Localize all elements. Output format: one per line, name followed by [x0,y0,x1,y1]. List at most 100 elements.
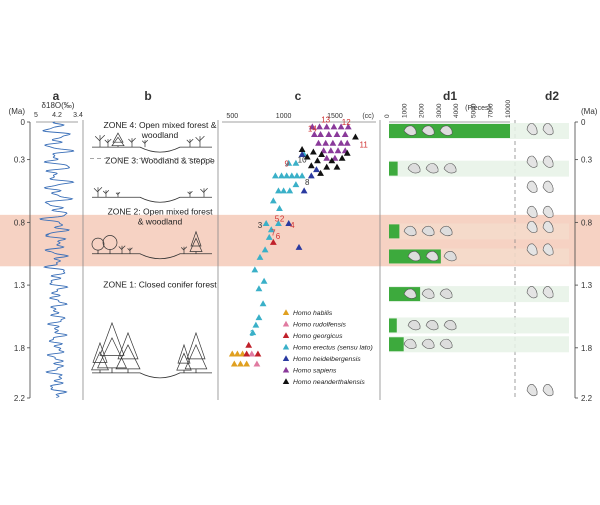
legend-marker [282,366,290,373]
cc-point-label: 13 [321,115,330,124]
cc-point [252,321,260,328]
delta-tick-label: 4.2 [52,112,62,119]
cc-point [292,181,300,188]
cc-point-label: 7 [271,228,276,237]
stone-tool-sketch [439,125,453,136]
cc-point [248,350,256,357]
zone3-shrub [102,190,110,198]
delta-axis-title: δ18O(‰) [42,101,75,110]
age-tick-label: 0.3 [581,156,593,165]
cc-tick-label: 1500 [327,113,343,120]
left-age-axis: (Ma)00.30.81.31.82.2 [9,107,31,403]
pieces-unit-label: (Pieces) [465,105,491,112]
age-tick-label: 1.3 [581,281,593,290]
legend-marker [282,332,290,338]
zone1-pine [91,341,109,371]
age-tick-label: 1.8 [581,344,593,353]
zone1-pine [176,343,192,371]
legend-label: Homo erectus (sensu lato) [293,345,373,352]
cc-tick-label: 1000 [276,113,292,120]
cc-point [237,360,244,367]
age-tick-label: 2.2 [14,394,26,403]
hand-axe-sketch [526,180,538,193]
cc-point [309,148,317,155]
stone-tool-sketch [421,225,435,237]
cc-point [317,130,324,137]
age-tick-label: 0 [21,118,26,127]
cc-point [352,133,359,140]
pieces-bar [389,337,404,352]
cc-point [343,149,351,156]
stone-tool-sketch [403,225,417,237]
stone-tool-sketch [439,338,453,350]
cc-point-label: 6 [276,232,281,241]
legend-label: Homo neanderthalensis [293,379,365,386]
zone1-pine [184,331,208,370]
cc-point-label: 8 [305,178,310,187]
cc-point [327,147,335,154]
stone-tool-sketch [403,125,417,136]
pieces-bar [389,161,398,176]
pieces-row-background [389,336,569,353]
hand-axe-sketch [542,220,554,233]
hand-axe-sketch [526,384,538,397]
legend-label: Homo habilis [293,310,333,317]
pieces-bar [389,224,400,239]
hand-axe-sketch [526,243,538,256]
zone4-shrub [104,138,112,148]
cc-point [285,159,293,166]
pieces-tick-label: 7000 [488,103,495,118]
stone-tool-sketch [403,338,417,350]
hand-axe-sketch [526,155,538,168]
cc-point [262,220,270,227]
cc-point [251,266,259,273]
hand-axe-sketch [542,123,554,136]
cc-point [230,360,238,367]
cc-point [308,123,316,130]
cc-point [337,123,345,130]
legend-label: Homo heidelbergensis [293,356,361,363]
cc-point [234,350,241,357]
cc-point-label: 3 [258,221,263,230]
hand-axe-sketch [542,286,554,299]
cc-point [330,123,338,130]
age-tick-label: 0 [581,118,586,127]
zone2-shrub [127,247,133,254]
cc-point [255,314,263,321]
pieces-tick-label: 2000 [419,103,426,118]
legend-marker [282,320,290,327]
pieces-tick-label: 1000 [401,103,408,118]
cc-point [254,350,262,357]
legend-marker [282,343,290,350]
cc-tick-label: 500 [226,113,238,120]
panel-d2-tool-drawings [526,123,554,397]
pieces-tick-label: 0 [384,114,391,118]
cc-point [285,220,293,227]
zone-label: ZONE 2: Open mixed forest [108,206,214,216]
cc-point [269,238,277,245]
hand-axe-sketch [542,155,554,168]
stone-tool-sketch [425,251,439,262]
age-tick-label: 0.8 [581,218,593,227]
cc-point [328,157,336,164]
right-age-axis: (Ma)00.30.81.31.82.2 [574,107,598,403]
stone-tool-sketch [443,251,457,262]
pieces-tick-label: 10000 [505,100,512,118]
age-tick-label: 0.8 [14,218,26,227]
cc-point [343,139,351,146]
cc-point [275,187,282,194]
zone3-ground [92,196,212,203]
pieces-row-background [389,223,569,240]
cc-point-label: 5 [275,215,280,224]
cc-point [341,130,349,137]
zone-label: ZONE 3: Woodland & steppe [105,155,215,165]
pieces-bar [389,318,397,333]
age-tick-label: 1.3 [14,281,26,290]
cc-point [325,130,333,137]
cc-point [255,285,263,292]
hand-axe-sketch [526,123,538,136]
stone-tool-sketch [407,320,421,331]
stone-tool-sketch [407,251,421,262]
